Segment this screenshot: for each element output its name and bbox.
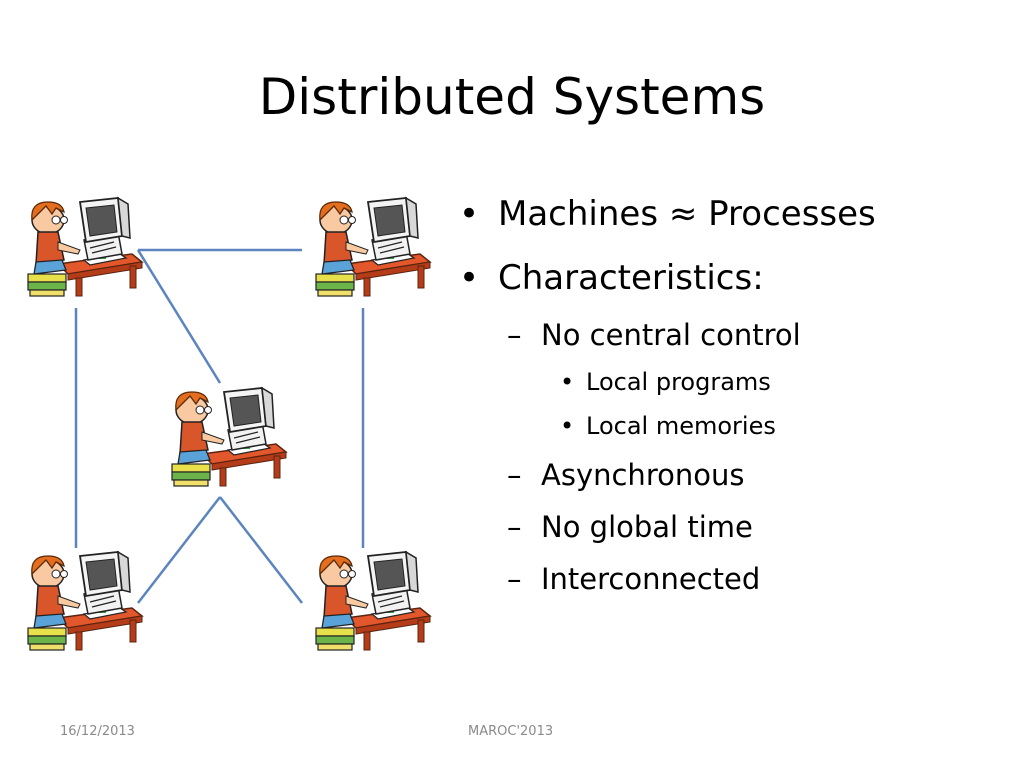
sub-bullet-text: No central control bbox=[541, 318, 801, 352]
node-top-right-workstation-icon bbox=[315, 197, 431, 297]
sub-bullet-text: No global time bbox=[541, 510, 753, 544]
footer-date: 16/12/2013 bbox=[60, 724, 135, 739]
bullet-text: Machines ≈ Processes bbox=[498, 194, 876, 234]
sub-bullet-item: – No central control bbox=[455, 316, 995, 354]
network-links bbox=[74, 248, 365, 604]
sub-bullet-item: – Asynchronous bbox=[455, 456, 995, 494]
bullet-marker: • bbox=[459, 258, 480, 298]
sub-sub-bullet-text: Local memories bbox=[586, 412, 776, 440]
bullet-marker: • bbox=[459, 194, 480, 234]
sub-bullet-item: – Interconnected bbox=[455, 560, 995, 598]
node-center-workstation-icon bbox=[171, 387, 287, 487]
bullet-text: Characteristics: bbox=[498, 258, 764, 298]
bullet-item: • Machines ≈ Processes bbox=[455, 192, 995, 236]
sub-bullet-text: Asynchronous bbox=[541, 458, 745, 492]
sub-sub-bullet-item: • Local memories bbox=[455, 410, 995, 442]
network-diagram bbox=[27, 197, 431, 651]
link-top-left-center bbox=[136, 249, 222, 384]
sub-sub-bullet-item: • Local programs bbox=[455, 366, 995, 398]
dash-marker: – bbox=[507, 458, 522, 492]
node-bottom-left-workstation-icon bbox=[27, 551, 143, 651]
node-top-left-workstation-icon bbox=[27, 197, 143, 297]
dash-marker: – bbox=[507, 562, 522, 596]
link-center-bottom-left bbox=[137, 496, 221, 604]
sub-bullet-item: – No global time bbox=[455, 508, 995, 546]
node-bottom-right-workstation-icon bbox=[315, 551, 431, 651]
dash-marker: – bbox=[507, 510, 522, 544]
bullet-marker: • bbox=[560, 412, 575, 440]
sub-sub-bullet-text: Local programs bbox=[586, 368, 771, 396]
bullet-item: • Characteristics: bbox=[455, 256, 995, 300]
sub-bullet-text: Interconnected bbox=[541, 562, 761, 596]
dash-marker: – bbox=[507, 318, 522, 352]
slide-title: Distributed Systems bbox=[258, 68, 766, 126]
footer-conference: MAROC'2013 bbox=[468, 724, 554, 739]
bullet-list: • Machines ≈ Processes • Characteristics… bbox=[455, 192, 995, 616]
link-center-bottom-right bbox=[219, 496, 303, 604]
bullet-marker: • bbox=[560, 368, 575, 396]
